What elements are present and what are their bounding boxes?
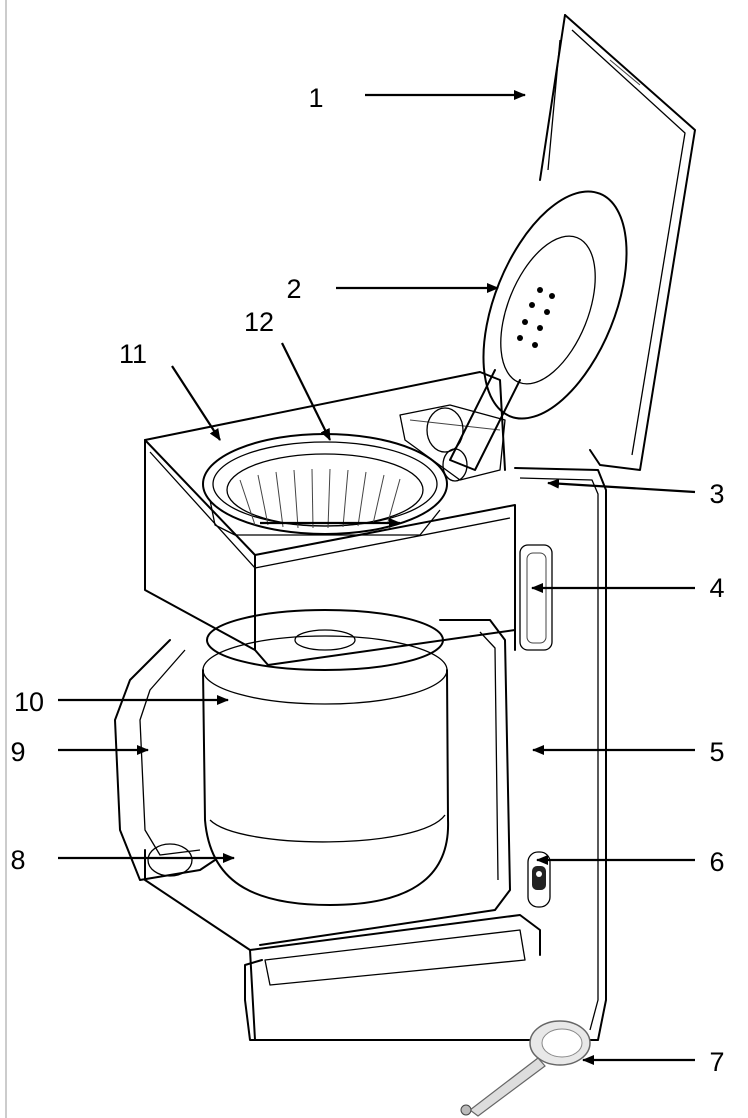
switch: [527, 851, 551, 908]
filter-basket: [202, 433, 448, 536]
callout-label-7: 7: [709, 1047, 724, 1077]
callout-label-12: 12: [244, 307, 274, 337]
measuring-spoon: [460, 1020, 591, 1117]
carafe: [114, 609, 450, 906]
callout-label-8: 8: [10, 845, 25, 875]
callout-label-2: 2: [286, 274, 301, 304]
lid-panel: [539, 14, 696, 471]
callout-label-6: 6: [709, 847, 724, 877]
callout-label-9: 9: [10, 737, 25, 767]
callout-label-3: 3: [709, 479, 724, 509]
callout-label-4: 4: [709, 573, 724, 603]
callout-arrows: [58, 90, 696, 1065]
arrow-12: [281, 342, 331, 441]
callout-label-1: 1: [308, 83, 323, 113]
machine-body: [144, 467, 607, 1041]
callout-labels: 1 2 3 4 5 6 7 8 9 10 11 12: [10, 83, 724, 1077]
arrow-3: [547, 478, 696, 494]
arrow-11: [171, 365, 221, 441]
callout-label-5: 5: [709, 737, 724, 767]
callout-label-10: 10: [14, 687, 44, 717]
callout-label-11: 11: [119, 339, 147, 369]
shower-head: [426, 190, 628, 482]
